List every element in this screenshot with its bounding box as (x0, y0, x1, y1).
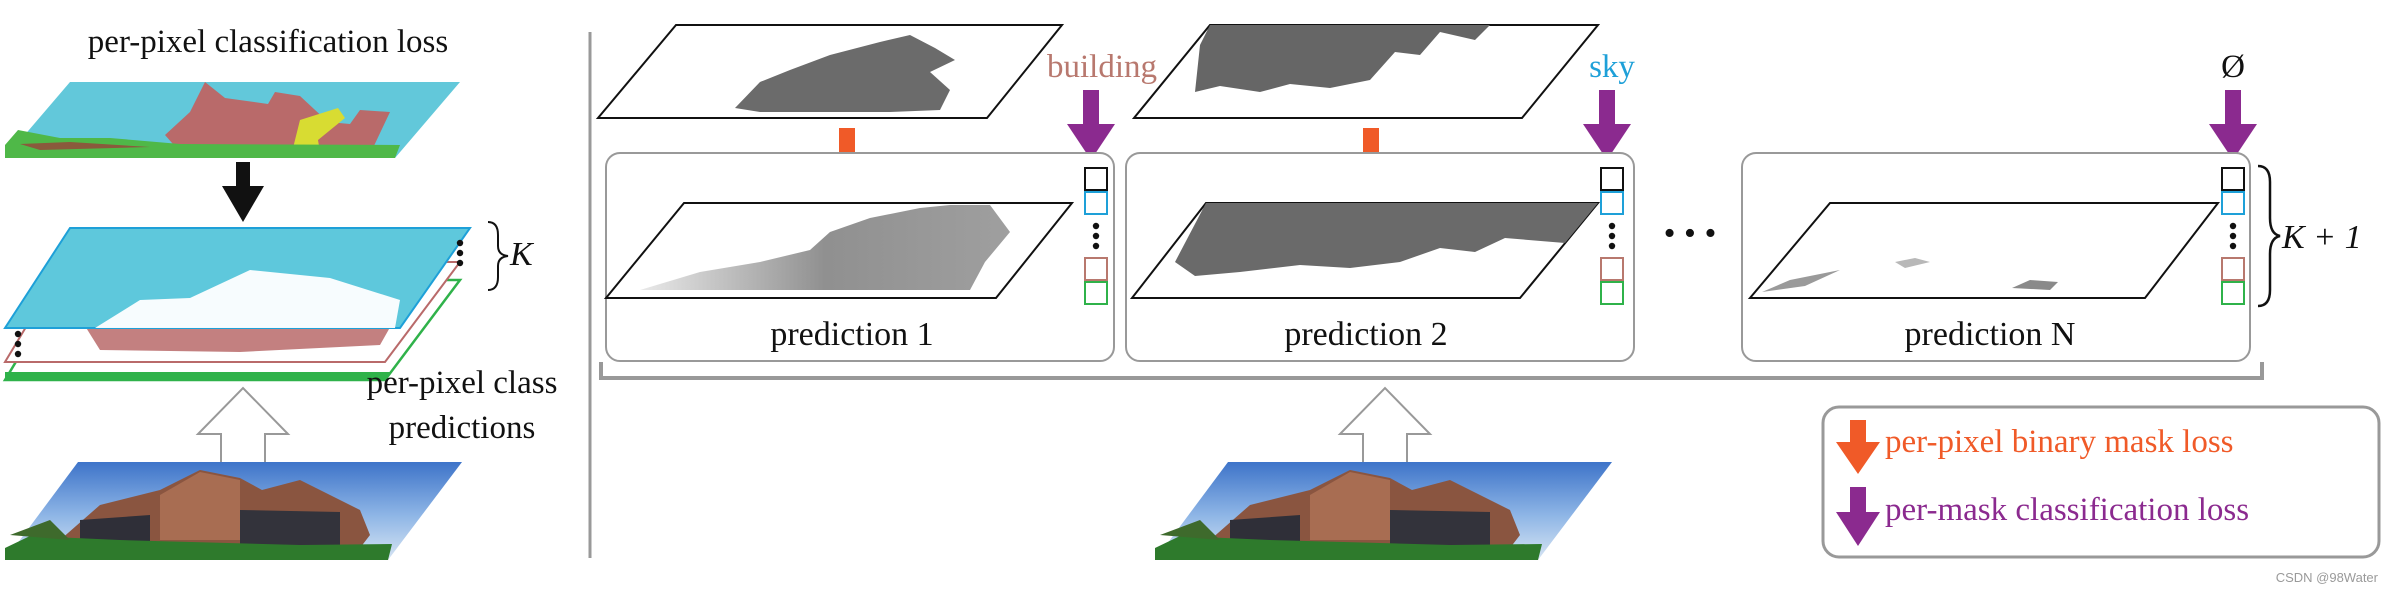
purple-arrow-1 (1067, 90, 1115, 160)
class-scores-2 (1600, 167, 1624, 305)
legend-purple-arrow-icon (1836, 487, 1880, 546)
input-image-right (1155, 462, 1612, 560)
k-label: K (509, 236, 535, 273)
prediction-label-n: prediction N (1905, 316, 2076, 353)
watermark: CSDN @98Water (2276, 570, 2379, 585)
prediction-box-2: prediction 2 (1125, 152, 1635, 362)
k-plus-one-brace (2257, 164, 2281, 308)
down-arrow-black (222, 162, 264, 222)
class-scores-1 (1084, 167, 1108, 305)
predictions-ellipsis: • • • (1664, 215, 1717, 252)
mask-embedding-2 (1131, 24, 1601, 119)
segmentation-map (5, 82, 460, 158)
prediction-label-2: prediction 2 (1284, 316, 1447, 353)
input-image-left (5, 462, 462, 560)
class-label-no-object: Ø (2221, 49, 2245, 85)
class-scores-n (2221, 167, 2245, 305)
class-label-sky: sky (1589, 49, 1635, 85)
k-brace (487, 221, 509, 291)
class-label-building: building (1047, 49, 1157, 85)
prediction-box-n: prediction N (1741, 152, 2251, 362)
class-prediction-stack (2, 227, 472, 382)
legend-mask-classification-loss: per-mask classification loss (1885, 492, 2249, 528)
class-predictions-label-line1: per-pixel class (367, 365, 558, 401)
k-plus-one-label: K + 1 (2281, 219, 2362, 256)
class-predictions-label-line2: predictions (389, 410, 536, 446)
purple-arrow-3 (2209, 90, 2257, 160)
mask-embedding-1 (595, 24, 1065, 119)
legend-orange-arrow-icon (1836, 420, 1880, 474)
left-title: per-pixel classification loss (88, 24, 448, 60)
stack-dots-left (14, 330, 22, 358)
legend-binary-mask-loss: per-pixel binary mask loss (1885, 424, 2234, 460)
legend: per-pixel binary mask loss per-mask clas… (1821, 405, 2381, 559)
prediction-box-1: prediction 1 (603, 152, 1115, 362)
purple-arrow-2 (1583, 90, 1631, 160)
prediction-label-1: prediction 1 (770, 316, 933, 353)
predictions-bracket (599, 362, 2264, 380)
stack-dots-right (456, 239, 464, 267)
